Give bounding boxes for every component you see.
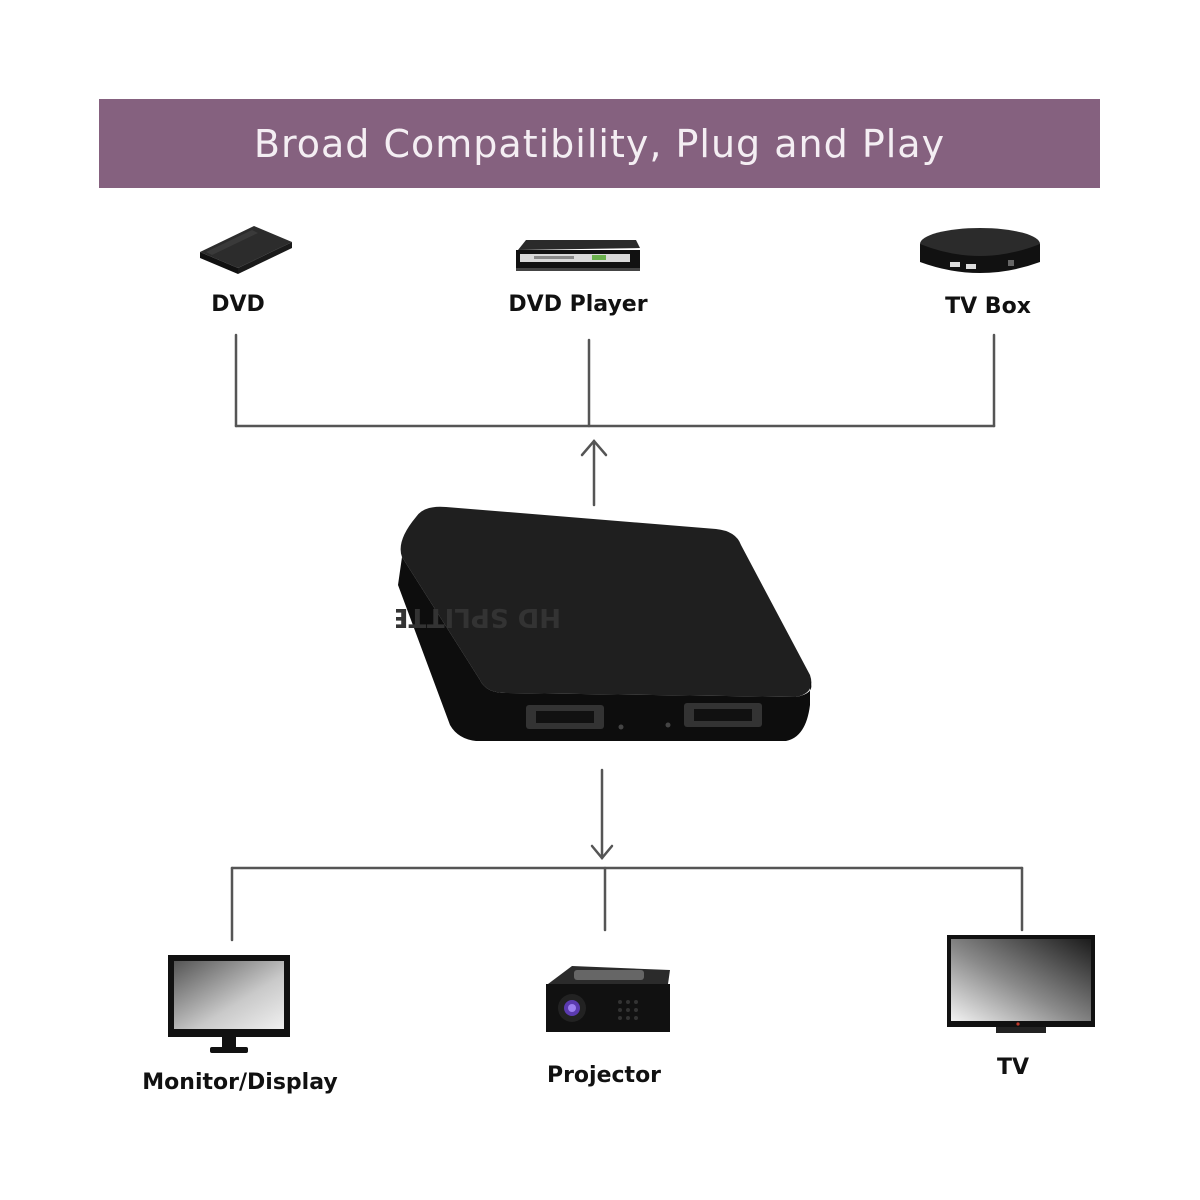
- hdmi-splitter-icon: HD SPLITTER: [396, 506, 812, 741]
- projector-label: Projector: [546, 1063, 662, 1088]
- dvd-player-label: DVD Player: [508, 292, 648, 317]
- monitor-label: Monitor/Display: [142, 1070, 338, 1095]
- monitor-icon: [168, 955, 290, 1053]
- dvd-label: DVD: [211, 292, 265, 317]
- dvd-player-icon: [516, 240, 640, 271]
- tv-box-icon: [920, 228, 1040, 273]
- output-arrow-head: [590, 844, 614, 860]
- splitter-brand-text: HD SPLITTER: [396, 602, 561, 632]
- page-title: Broad Compatibility, Plug and Play: [253, 121, 946, 166]
- projector-icon: [546, 966, 670, 1032]
- tv-box-label: TV Box: [945, 294, 1031, 319]
- header-banner: Broad Compatibility, Plug and Play: [99, 99, 1100, 188]
- input-arrow-head: [580, 439, 608, 457]
- tv-label: TV: [996, 1055, 1030, 1080]
- tv-icon: [947, 935, 1095, 1033]
- dvd-drive-icon: [200, 226, 292, 274]
